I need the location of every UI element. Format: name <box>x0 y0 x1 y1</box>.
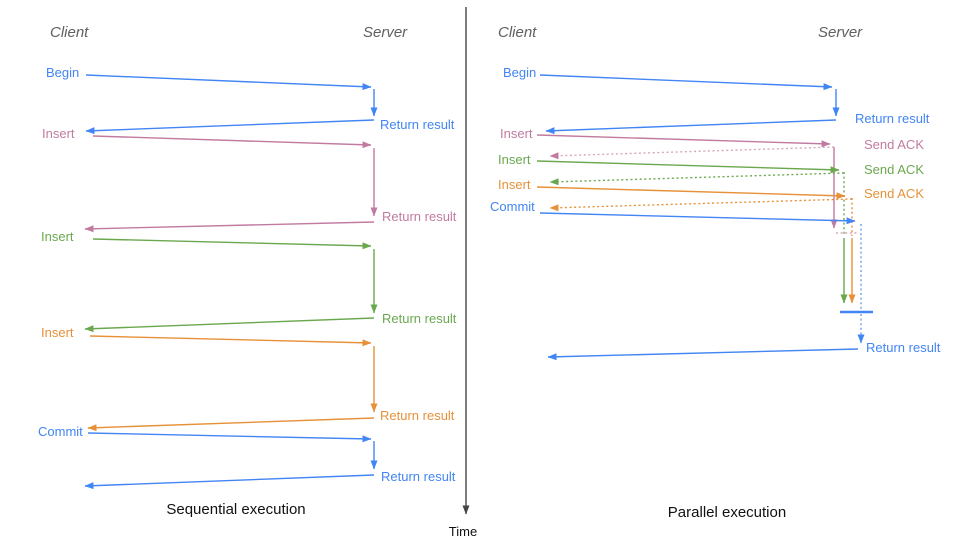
seq-insert2-response <box>84 317 375 333</box>
par-insert2-request <box>536 160 840 174</box>
par-return-label: Return result <box>866 340 941 355</box>
seq-insert1-return-label: Return result <box>382 209 457 224</box>
par-insert1-label: Insert <box>500 126 533 141</box>
par-commit-label: Commit <box>490 199 535 214</box>
par-begin-return-label: Return result <box>855 111 930 126</box>
seq-begin-response <box>85 119 375 135</box>
lines-layer <box>84 7 873 515</box>
par-begin-request <box>539 74 833 91</box>
left-client-heading: Client <box>50 24 89 41</box>
seq-commit-response <box>84 474 375 490</box>
seq-insert2-return-label: Return result <box>382 311 457 326</box>
seq-commit-label: Commit <box>38 424 83 439</box>
par-begin-response <box>545 119 837 135</box>
seq-commit-return-label: Return result <box>381 469 456 484</box>
par-final-response <box>547 348 859 361</box>
seq-panel-title: Sequential execution <box>166 501 305 518</box>
par-server-heading: Server <box>818 24 863 41</box>
par-insert1-ack-label: Send ACK <box>864 137 924 152</box>
par-insert3-ack <box>549 198 853 212</box>
left-server-heading: Server <box>363 24 408 41</box>
seq-insert1-request <box>92 135 372 149</box>
par-begin-label: Begin <box>503 65 536 80</box>
par-insert1-ack <box>549 146 835 160</box>
par-insert3-request <box>536 186 846 200</box>
par-insert2-ack <box>549 172 845 186</box>
seq-commit-request <box>87 432 372 443</box>
par-insert2-ack-label: Send ACK <box>864 162 924 177</box>
par-commit-request <box>539 212 856 225</box>
seq-insert3-label: Insert <box>41 325 74 340</box>
time-axis-label: Time <box>449 524 477 539</box>
par-panel-title: Parallel execution <box>668 504 786 521</box>
par-insert3-label: Insert <box>498 177 531 192</box>
seq-insert3-response <box>87 417 375 432</box>
seq-insert2-label: Insert <box>41 229 74 244</box>
par-insert2-label: Insert <box>498 152 531 167</box>
par-client-heading: Client <box>498 24 537 41</box>
seq-insert3-return-label: Return result <box>380 408 455 423</box>
par-insert3-ack-label: Send ACK <box>864 186 924 201</box>
seq-begin-label: Begin <box>46 65 79 80</box>
seq-insert1-label: Insert <box>42 126 75 141</box>
seq-begin-request <box>85 74 372 91</box>
seq-begin-return-label: Return result <box>380 117 455 132</box>
seq-insert1-response <box>84 221 375 233</box>
seq-insert2-request <box>92 238 372 250</box>
seq-insert3-request <box>89 335 372 347</box>
par-insert1-request <box>536 134 831 148</box>
